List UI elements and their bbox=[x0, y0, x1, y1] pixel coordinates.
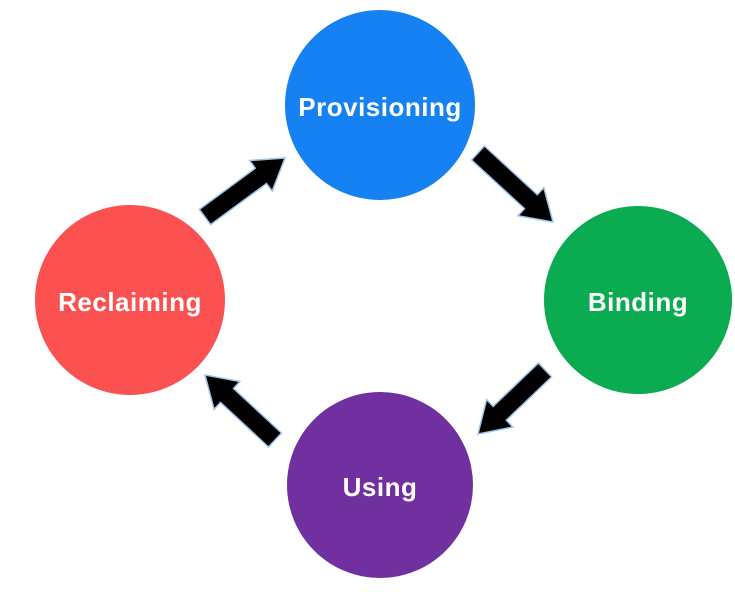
node-provisioning-label: Provisioning bbox=[298, 92, 461, 122]
node-provisioning bbox=[285, 10, 475, 200]
arrow-using-to-reclaiming bbox=[203, 374, 283, 449]
arrow-binding-to-using bbox=[476, 362, 553, 435]
arrow-reclaiming-to-provisioning bbox=[198, 157, 287, 226]
arrow-provisioning-to-binding bbox=[470, 144, 555, 223]
node-using bbox=[287, 392, 473, 578]
node-reclaiming-label: Reclaiming bbox=[58, 287, 202, 317]
node-binding bbox=[544, 206, 732, 394]
node-using-label: Using bbox=[343, 472, 418, 502]
node-reclaiming bbox=[35, 205, 225, 395]
node-binding-label: Binding bbox=[588, 287, 688, 317]
